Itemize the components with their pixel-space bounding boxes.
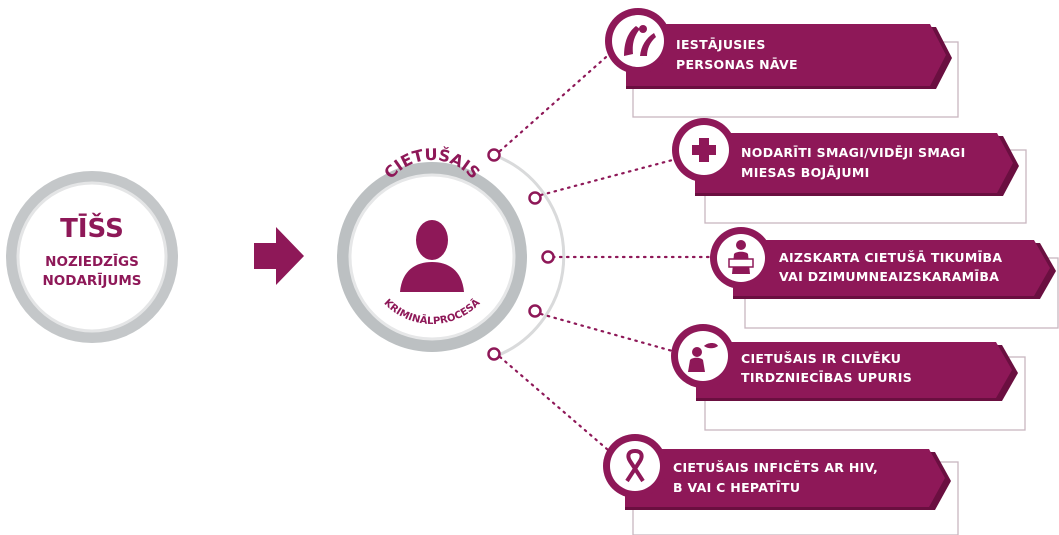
connector-arc xyxy=(493,153,566,359)
item-trafficking: CIETUŠAIS IR CILVĒKU TIRDZNIECĪBAS UPURI… xyxy=(671,324,1026,431)
right-arrow-icon xyxy=(254,227,304,285)
item-morality: AIZSKARTA CIETUŠĀ TIKUMĪBA VAI DZIMUMNEA… xyxy=(710,227,1059,329)
ribbon-icon xyxy=(625,449,645,483)
item-morality-line2: VAI DZIMUMNEAIZSKARAMĪBA xyxy=(779,269,999,284)
item-injuries: NODARĪTI SMAGI/VIDĒJI SMAGI MIESAS BOJĀJ… xyxy=(672,118,1027,224)
item-hiv-line1: CIETUŠAIS INFICĒTS AR HIV, xyxy=(673,460,878,475)
trafficking-icon xyxy=(688,343,718,372)
connector-nodes xyxy=(487,148,555,361)
person-censored-icon xyxy=(728,240,754,274)
center-circle: CIETUŠAIS KRIMINĀLPROCESĀ xyxy=(337,145,527,352)
left-circle-line1: NOZIEDZĪGS xyxy=(45,252,139,270)
item-death-line2: PERSONAS NĀVE xyxy=(676,57,798,72)
item-death-line1: IESTĀJUSIES xyxy=(676,37,766,52)
left-circle-line2: NODARĪJUMS xyxy=(43,271,142,289)
item-trafficking-line1: CIETUŠAIS IR CILVĒKU xyxy=(741,351,901,366)
medical-cross-icon xyxy=(692,138,716,162)
item-injuries-line1: NODARĪTI SMAGI/VIDĒJI SMAGI xyxy=(741,145,966,160)
left-circle: TĪŠS NOZIEDZĪGS NODARĪJUMS xyxy=(6,171,178,343)
item-injuries-line2: MIESAS BOJĀJUMI xyxy=(741,165,870,180)
item-morality-line1: AIZSKARTA CIETUŠĀ TIKUMĪBA xyxy=(779,250,1002,265)
left-circle-title: TĪŠS xyxy=(60,212,124,244)
hands-icon xyxy=(624,25,656,56)
person-icon xyxy=(400,220,464,292)
item-trafficking-line2: TIRDZNIECĪBAS UPURIS xyxy=(741,370,912,385)
item-death: IESTĀJUSIES PERSONAS NĀVE xyxy=(605,8,959,118)
item-hiv-line2: B VAI C HEPATĪTU xyxy=(673,480,800,495)
dotted-connectors xyxy=(498,48,717,458)
item-hiv: CIETUŠAIS INFICĒTS AR HIV, B VAI C HEPAT… xyxy=(603,434,959,535)
